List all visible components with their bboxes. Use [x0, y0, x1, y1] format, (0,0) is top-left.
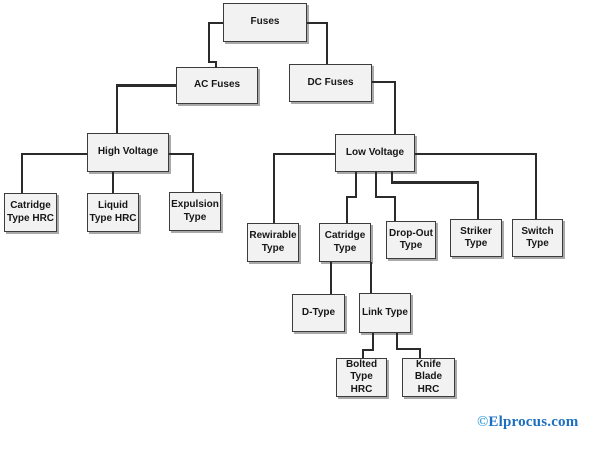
edge-fuses-ac — [208, 61, 217, 63]
node-bolted-type-hrc: Bolted Type HRC — [336, 358, 387, 397]
edge-highv-catridgehrc — [21, 153, 23, 193]
edge-lowv-switch — [535, 153, 537, 219]
node-rewirable-type: Rewirable Type — [247, 223, 299, 262]
edge-catridge-link — [370, 262, 372, 293]
edge-link-knife — [396, 333, 398, 350]
edge-lowv-striker — [391, 181, 479, 184]
edge-lowv-dropout — [375, 172, 377, 198]
edge-fuses-ac — [208, 22, 223, 24]
edge-highv-expulsion — [169, 153, 194, 155]
node-switch-type: Switch Type — [512, 219, 563, 257]
edge-lowv-dropout — [375, 196, 396, 198]
edge-fuses-dc — [307, 22, 328, 24]
edge-lowv-catridge — [346, 196, 348, 223]
edge-highv-liquid — [112, 172, 114, 193]
edge-highv-expulsion — [192, 153, 194, 192]
edge-lowv-striker — [391, 172, 393, 183]
edge-dc-lowv — [394, 81, 396, 134]
node-knife-blade-hrc: Knife Blade HRC — [402, 358, 455, 397]
node-liquid-type-hrc: Liquid Type HRC — [87, 193, 139, 232]
node-fuses: Fuses — [223, 3, 307, 42]
edge-lowv-striker — [477, 181, 479, 219]
copyright-icon: © — [477, 414, 489, 430]
edge-link-bolted — [372, 333, 374, 351]
node-high-voltage: High Voltage — [87, 133, 169, 172]
edge-lowv-rewirable — [273, 153, 275, 223]
edge-highv-catridgehrc — [21, 153, 87, 155]
edge-fuses-ac — [208, 22, 210, 63]
watermark-text: Elprocus.com — [488, 414, 579, 430]
edge-link-knife — [396, 348, 421, 350]
watermark: ©Elprocus.com — [477, 414, 578, 431]
edge-link-bolted — [362, 349, 364, 358]
node-expulsion-type: Expulsion Type — [169, 192, 221, 231]
node-low-voltage: Low Voltage — [335, 134, 415, 172]
node-drop-out-type: Drop-Out Type — [386, 221, 436, 259]
node-catridge-type-hrc: Catridge Type HRC — [4, 193, 57, 232]
node-striker-type: Striker Type — [450, 219, 502, 257]
node-d-type: D-Type — [292, 294, 345, 332]
node-catridge-type: Catridge Type — [319, 223, 371, 262]
edge-dc-lowv — [372, 81, 396, 83]
edge-ac-highv — [116, 84, 118, 133]
edge-link-bolted — [362, 349, 374, 351]
edge-fuses-dc — [326, 22, 328, 64]
node-link-type: Link Type — [359, 293, 411, 333]
node-ac-fuses: AC Fuses — [176, 67, 258, 104]
edge-lowv-rewirable — [273, 153, 335, 155]
edge-lowv-dropout — [394, 196, 396, 221]
edge-lowv-switch — [415, 153, 537, 155]
node-dc-fuses: DC Fuses — [289, 64, 372, 102]
edge-ac-highv — [116, 84, 176, 87]
edge-lowv-catridge — [346, 196, 357, 198]
edge-fuses-ac — [215, 61, 217, 68]
edge-lowv-catridge — [355, 172, 357, 198]
edge-link-knife — [419, 348, 421, 358]
edge-catridge-dtype — [330, 262, 332, 294]
